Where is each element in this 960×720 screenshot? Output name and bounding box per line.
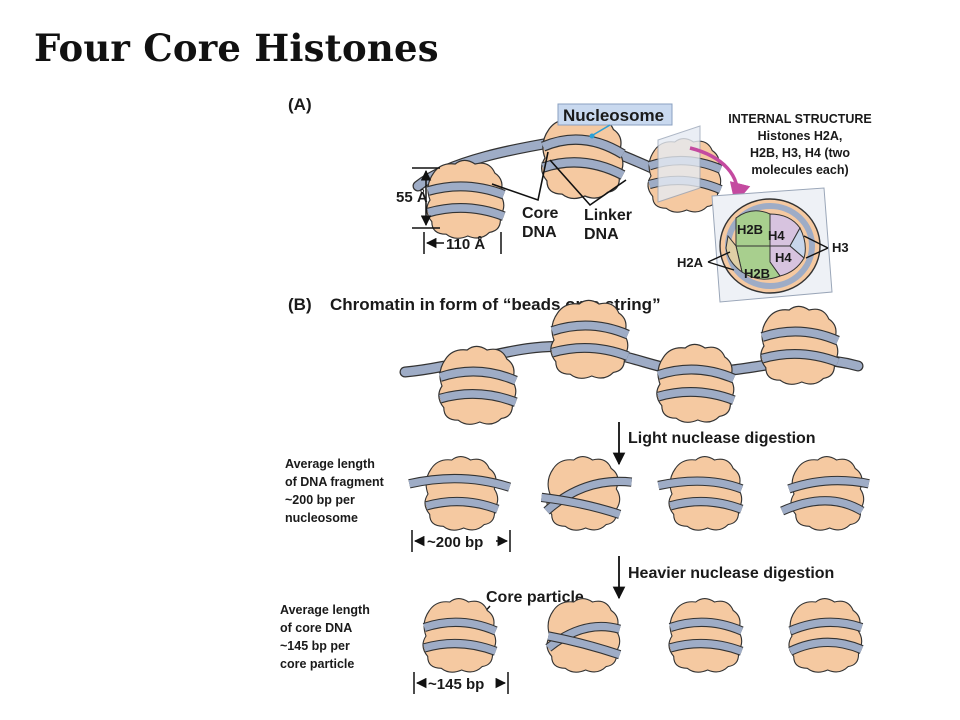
nucleosome-callout-box [557, 103, 673, 126]
dimension-145bp [413, 672, 509, 694]
avg-core-line4: core particle [280, 657, 354, 671]
heavier-digestion-label: Heavier nuclease digestion [628, 565, 834, 582]
dimension-110 [423, 232, 502, 254]
core-particle [788, 598, 864, 673]
histone-octamer-cross-section [711, 187, 833, 303]
nucleosome-fragment [540, 456, 633, 531]
zoom-arrow [689, 146, 751, 205]
nucleosome-fragment [408, 456, 512, 531]
core-dna-label-line1: Core [522, 205, 559, 222]
h4-top-label: H4 [768, 228, 785, 243]
internal-structure-line1: INTERNAL STRUCTURE [728, 112, 872, 126]
h2b-top-label: H2B [737, 222, 763, 237]
nucleosome-pointer-dot [589, 133, 595, 139]
internal-structure-line4: molecules each) [751, 163, 848, 177]
core-particle [422, 598, 498, 673]
panel-b-tag: (B) [288, 295, 312, 314]
avg-core-line1: Average length [280, 603, 370, 617]
linker-dna-pointer [549, 159, 627, 207]
nucleosome-pointer [592, 124, 611, 136]
core-particle [668, 598, 744, 673]
section-plane [657, 125, 701, 203]
h3-label: H3 [832, 240, 849, 255]
nucleosome-bead [760, 305, 840, 385]
dimension-110-label: 110 Å [446, 236, 485, 253]
core-dna-label-line2: DNA [522, 224, 557, 241]
h3-bracket [803, 235, 829, 259]
internal-structure-line2: Histones H2A, [758, 129, 843, 143]
core-dna-pointer [491, 151, 549, 202]
linker-dna-label-line1: Linker [584, 207, 632, 224]
h2b-bottom-label: H2B [744, 266, 770, 281]
dimension-200bp-label: ~200 bp [427, 534, 483, 551]
dimension-55-label: 55 Å [396, 189, 428, 206]
avg-core-line2: of core DNA [280, 621, 352, 635]
h2a-bracket [707, 251, 735, 271]
core-particle-label: Core particle [486, 589, 584, 606]
nucleosome-bead [656, 343, 736, 423]
nucleosome-label: Nucleosome [563, 106, 664, 125]
core-particle [545, 598, 622, 673]
light-digestion-label: Light nuclease digestion [628, 430, 816, 447]
avg-fragment-line2: of DNA fragment [285, 475, 385, 489]
nucleosome-bead [438, 345, 518, 425]
dimension-145bp-label: ~145 bp [428, 676, 484, 693]
nucleosome-bead [541, 115, 626, 200]
avg-core-line3: ~145 bp per [280, 639, 350, 653]
nucleosome-fragment [780, 456, 870, 531]
linker-dna-label-line2: DNA [584, 226, 619, 243]
avg-fragment-line3: ~200 bp per [285, 493, 355, 507]
slide-title: Four Core Histones [34, 26, 439, 70]
dimension-55 [412, 167, 440, 229]
avg-fragment-line4: nucleosome [285, 511, 358, 525]
h4-bottom-label: H4 [775, 250, 792, 265]
h2a-label: H2A [677, 255, 704, 270]
dimension-200bp [411, 530, 511, 552]
avg-fragment-line1: Average length [285, 457, 375, 471]
nucleosome-bead [550, 299, 630, 379]
nucleosome-fragment [657, 456, 744, 531]
internal-structure-line3: H2B, H3, H4 (two [750, 146, 850, 160]
nucleosome-bead [426, 159, 506, 239]
panel-a-tag: (A) [288, 95, 312, 114]
